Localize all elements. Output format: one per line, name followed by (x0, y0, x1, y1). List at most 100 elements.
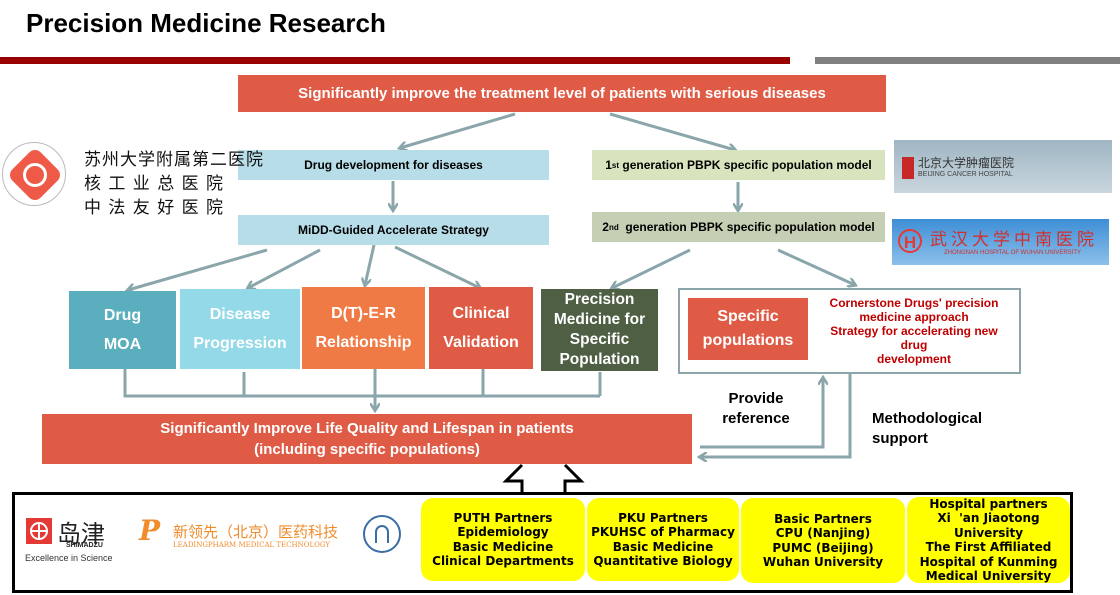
category-line2: Progression (193, 335, 287, 352)
specific-populations-box: Specific populations (688, 298, 808, 360)
pbpk-gen2-sup: nd (608, 222, 619, 232)
partner-line: Quantitative Biology (593, 554, 733, 568)
arrow-goal-to-drug-dev (400, 112, 516, 148)
title-underline-red (0, 57, 790, 64)
partner-line: CPU (Nanjing) (775, 526, 871, 540)
beijing-cancer-hospital-logo: 北京大学肿瘤医院 BEIJING CANCER HOSPITAL (894, 140, 1112, 193)
soochow-hospital-name: 苏州大学附属第二医院 核 工 业 总 医 院 中 法 友 好 医 院 (84, 148, 264, 220)
specific-line1: Specific (717, 308, 779, 325)
soochow-name-line2: 核 工 业 总 医 院 (84, 174, 225, 194)
pbpk-gen1-sup: st (611, 160, 620, 170)
partner-line: PUTH Partners (453, 510, 553, 525)
beijing-cancer-cn: 北京大学肿瘤医院 (918, 156, 1015, 170)
arrow-pbpk2-to-specific (777, 248, 855, 285)
category-drug-moa: Drug MOA (69, 291, 176, 369)
methodological-support-label: Methodological support (872, 409, 982, 449)
merge-connector (123, 368, 600, 398)
precision-line: Medicine for (553, 311, 646, 328)
shimadzu-tagline: Excellence in Science (25, 553, 113, 563)
arrow-midd-to-dter (365, 244, 376, 285)
partner-line: Hospital of Kunming (919, 554, 1058, 569)
double-up-arrow (502, 463, 585, 494)
arrow-goal-to-pbpk1 (609, 112, 735, 150)
page-title: Precision Medicine Research (26, 8, 386, 38)
partner-line: PKUHSC of Pharmacy (591, 525, 735, 539)
drug-development-box: Drug development for diseases (238, 150, 549, 180)
note-line: Strategy for accelerating new drug (830, 324, 998, 352)
partner-line: Basic Medicine (612, 539, 714, 554)
label-line: support (872, 430, 928, 447)
partner-line: The First Affiliated (925, 540, 1052, 554)
precision-line: Precision (564, 291, 635, 308)
category-clinical-validation: Clinical Validation (429, 287, 533, 369)
shimadzu-en: SHIMADZU (66, 542, 103, 549)
soochow-name-line1: 苏州大学附属第二医院 (84, 150, 264, 170)
pbpk-gen2-number: 2 (602, 220, 609, 234)
partner-box-basic: Basic Partners CPU (Nanjing) PUMC (Beiji… (741, 498, 905, 583)
outcome-line1: Significantly Improve Life Quality and L… (160, 420, 574, 437)
label-line: Provide (728, 390, 784, 407)
category-line1: Drug (103, 307, 142, 324)
precision-medicine-box: Precision Medicine for Specific Populati… (541, 289, 658, 371)
note-line: Cornerstone Drugs' precision (829, 296, 999, 310)
partner-line: Basic Partners (774, 511, 872, 526)
gate-icon (375, 525, 389, 543)
arrow-midd-to-disease (248, 248, 321, 288)
leadingpharm-cn: 新领先（北京）医药科技 (173, 524, 339, 541)
partner-box-pku: PKU Partners PKUHSC of Pharmacy Basic Me… (587, 498, 739, 581)
zhongnan-en: ZHONGNAN HOSPITAL OF WUHAN UNIVERSITY (944, 250, 1082, 256)
precision-line: Population (559, 351, 640, 368)
partner-line: PKU Partners (618, 510, 708, 525)
partner-line: Hospital partners (929, 496, 1048, 511)
arrow-methodological-support (700, 374, 852, 457)
beijing-cancer-en: BEIJING CANCER HOSPITAL (918, 171, 1013, 178)
category-dter-relationship: D(T)-E-R Relationship (302, 287, 425, 369)
partner-box-hospital: Hospital partners Xi 'an Jiaotong Univer… (907, 497, 1070, 583)
arrow-pbpk2-to-precision (612, 248, 691, 288)
provide-reference-label: Provide reference (710, 389, 802, 429)
precision-line: Specific (569, 331, 630, 348)
hospital-h-icon: H (898, 229, 922, 253)
soochow-name-line3: 中 法 友 好 医 院 (84, 198, 225, 218)
arrow-midd-to-moa (128, 248, 268, 290)
top-goal-box: Significantly improve the treatment leve… (238, 75, 886, 112)
zhongnan-cn: 武汉大学中南医院 (930, 230, 1098, 250)
pbpk-gen1-number: 1 (605, 158, 612, 172)
category-line2: Relationship (315, 334, 412, 351)
shimadzu-logo-icon (26, 518, 52, 544)
cornerstone-note: Cornerstone Drugs' precision medicine ap… (818, 296, 1010, 366)
leadingpharm-en: LEADINGPHARM MEDICAL TECHNOLOGY (173, 541, 330, 549)
label-line: reference (722, 410, 790, 427)
category-line1: D(T)-E-R (331, 305, 396, 322)
partner-line: Epidemiology (457, 525, 549, 539)
partner-line: University (953, 525, 1024, 540)
note-line: development (876, 352, 951, 366)
partner-line: Xi 'an Jiaotong (937, 511, 1040, 525)
soochow-hospital-emblem (2, 142, 66, 206)
category-disease-progression: Disease Progression (180, 289, 300, 369)
pbpk-gen2-text: generation PBPK specific population mode… (618, 220, 875, 234)
partner-line: Medical University (925, 569, 1052, 583)
building-icon (902, 157, 914, 179)
zhongnan-hospital-logo: H 武汉大学中南医院 ZHONGNAN HOSPITAL OF WUHAN UN… (892, 219, 1109, 265)
outcome-box: Significantly Improve Life Quality and L… (42, 414, 692, 464)
specific-line2: populations (702, 332, 794, 349)
partner-line: Clinical Departments (432, 554, 574, 568)
category-line1: Clinical (452, 305, 510, 322)
shimadzu-cn: 岛津 (57, 521, 105, 548)
category-line2: MOA (103, 336, 142, 353)
outcome-line2: (including specific populations) (254, 441, 480, 458)
title-underline-gray (815, 57, 1120, 64)
note-line: medicine approach (859, 310, 969, 324)
medical-university-emblem (363, 515, 401, 553)
partner-line: PUMC (Beijing) (772, 540, 874, 555)
partner-box-puth: PUTH Partners Epidemiology Basic Medicin… (421, 498, 585, 581)
arrow-provide-reference (700, 378, 823, 449)
midd-strategy-box: MiDD-Guided Accelerate Strategy (238, 215, 549, 245)
leadingpharm-p-icon: P (139, 514, 161, 547)
label-line: Methodological (872, 410, 982, 427)
partner-line: Basic Medicine (452, 539, 554, 554)
